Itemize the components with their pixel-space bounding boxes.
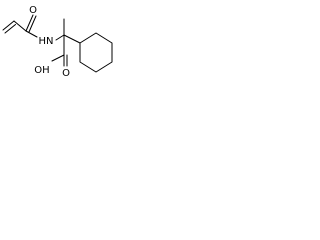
acid-carbon-to-hydroxyl-bond [51,54,65,62]
carbonyl-to-nitrogen-bond [25,30,38,38]
carbonyl-double-bond-a [25,14,34,32]
cyclohexane-ring [79,32,113,73]
carboxylic-acid: OH O [34,34,70,78]
vinyl-to-carbonyl-bond [13,20,27,32]
vinyl-double-bond-inner [4,24,16,34]
nitrogen-to-alpha-carbon-bond [55,34,65,41]
molecule-structure: O HN OH O [2,5,113,78]
vinyl-double-bond-outer [2,20,15,31]
alpha-carbon-to-ring-bond [63,34,81,44]
hydroxyl-label: OH [34,65,49,76]
carbonyl-oxygen-label: O [29,5,37,16]
acid-oxygen-label: O [62,68,70,78]
carbonyl-double-bond-b [28,15,37,33]
amide-nitrogen-label: HN [39,36,54,47]
vinyl-group [2,20,27,34]
amide-carbonyl: O [25,5,37,33]
